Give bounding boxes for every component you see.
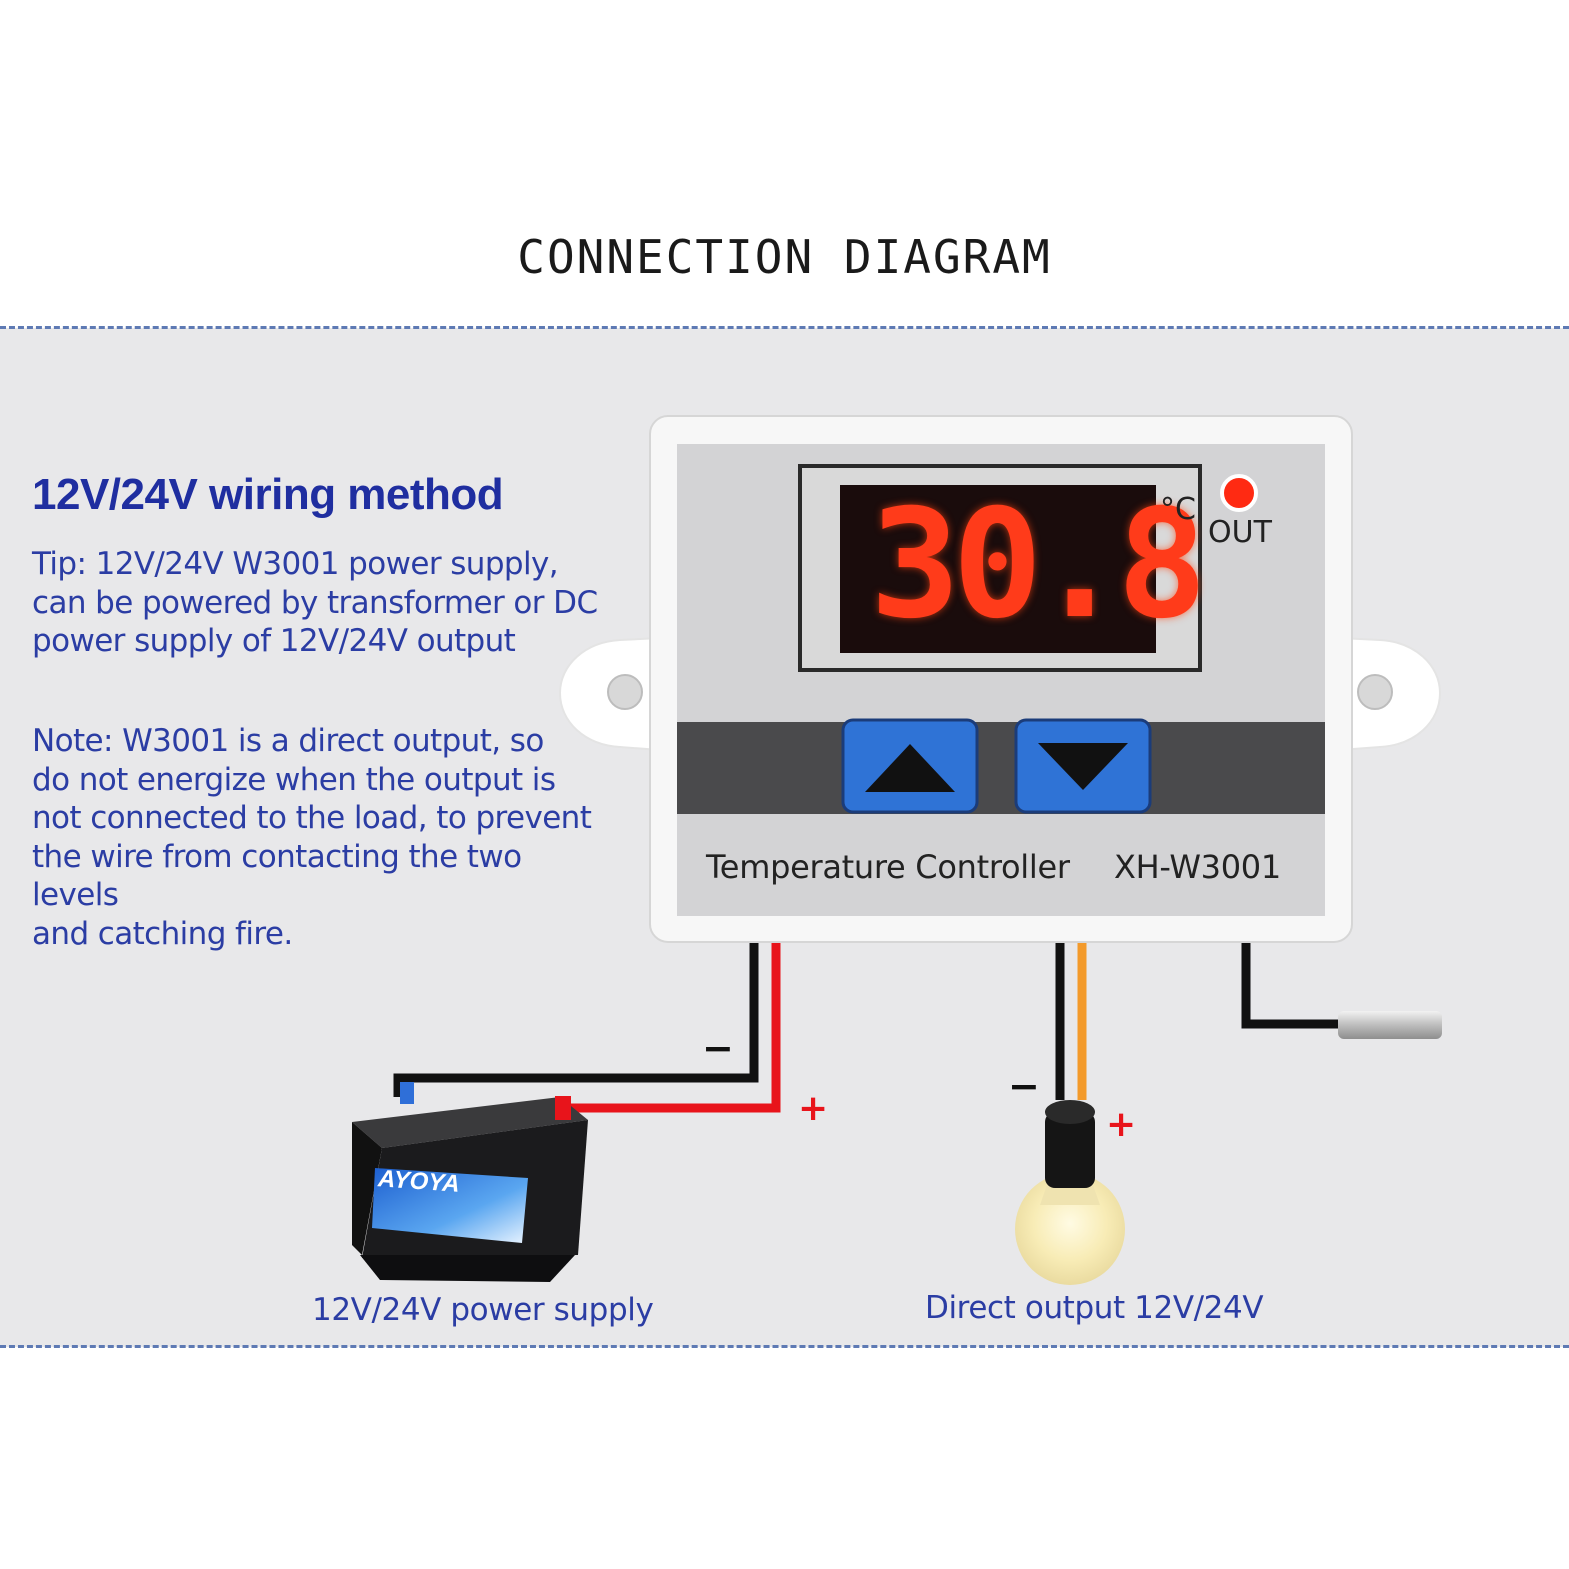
mounting-ear-left bbox=[558, 636, 661, 752]
output-caption: Direct output 12V/24V bbox=[925, 1290, 1264, 1326]
power-supply-caption: 12V/24V power supply bbox=[312, 1292, 654, 1328]
output-wires bbox=[1055, 940, 1087, 1100]
power-plus-label: + bbox=[798, 1088, 829, 1129]
down-button[interactable] bbox=[1014, 718, 1152, 814]
page-title: CONNECTION DIAGRAM bbox=[517, 230, 1052, 284]
note-line: not connected to the load, to prevent bbox=[32, 800, 592, 836]
tip-line: power supply of 12V/24V output bbox=[32, 623, 516, 659]
note-line: do not energize when the output is bbox=[32, 761, 556, 798]
battery-brand: AYOYA bbox=[377, 1165, 461, 1198]
up-button[interactable] bbox=[841, 718, 979, 814]
top-divider bbox=[0, 326, 1569, 329]
output-minus-label: − bbox=[1008, 1064, 1040, 1108]
tip-line: can be powered by transformer or DC bbox=[32, 584, 598, 621]
wiring-heading: 12V/24V wiring method bbox=[32, 470, 504, 519]
out-led-icon bbox=[1220, 474, 1258, 512]
led-display bbox=[840, 485, 1156, 653]
button-strip bbox=[677, 722, 1325, 814]
note-line: Note: W3001 is a direct output, so bbox=[32, 723, 544, 759]
power-minus-label: − bbox=[702, 1026, 734, 1070]
note-line: and catching fire. bbox=[32, 915, 293, 952]
tip-text: Tip: 12V/24V W3001 power supply, can be … bbox=[32, 545, 602, 661]
triangle-up-icon bbox=[865, 744, 955, 792]
unit-label: °C bbox=[1160, 492, 1196, 527]
device-model: XH-W3001 bbox=[1114, 848, 1281, 886]
battery-icon bbox=[352, 1082, 588, 1282]
display-reading: 30.8 bbox=[870, 478, 1207, 652]
bottom-divider bbox=[0, 1345, 1569, 1348]
mounting-ear-right bbox=[1339, 636, 1442, 752]
output-plus-label: + bbox=[1106, 1104, 1137, 1145]
out-label: OUT bbox=[1208, 515, 1272, 550]
note-line: the wire from contacting the two levels bbox=[32, 838, 522, 914]
tip-line: Tip: 12V/24V W3001 power supply, bbox=[32, 546, 559, 582]
triangle-down-icon bbox=[1038, 743, 1128, 790]
probe-wire bbox=[1241, 940, 1345, 1029]
power-wires bbox=[393, 940, 781, 1113]
light-bulb-icon bbox=[1015, 1100, 1125, 1285]
note-text: Note: W3001 is a direct output, so do no… bbox=[32, 722, 602, 953]
temperature-probe bbox=[1338, 1011, 1442, 1039]
device-name: Temperature Controller bbox=[706, 848, 1070, 886]
